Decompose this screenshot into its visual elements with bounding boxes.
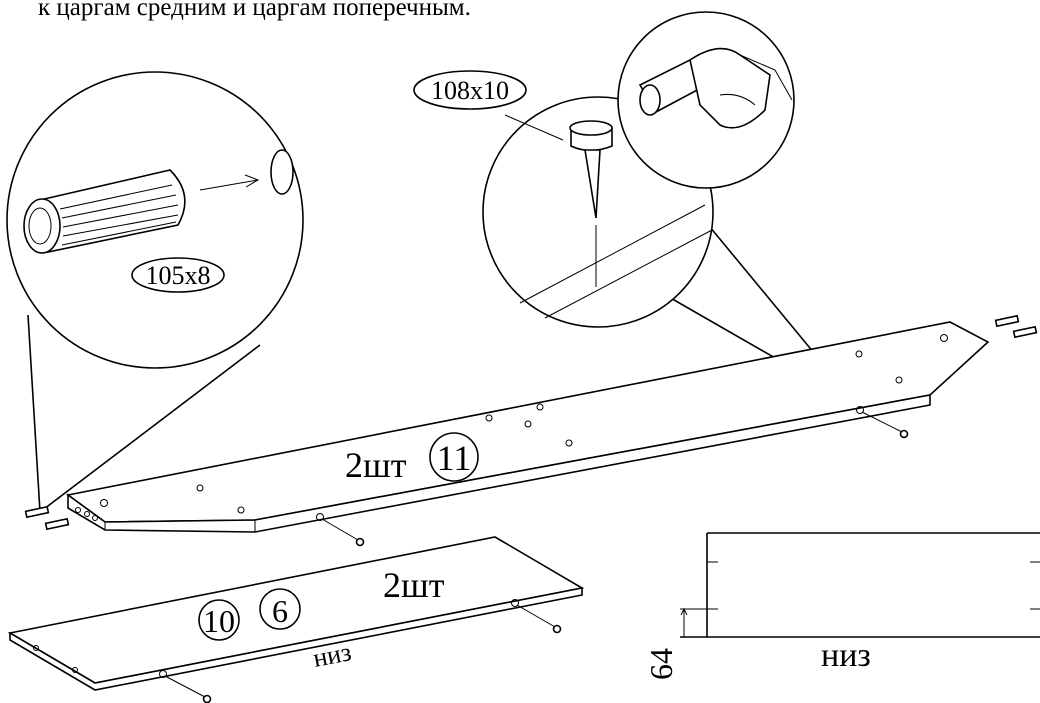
dowel-magnifier: 105х8 bbox=[6, 71, 304, 513]
part-10-number: 10 bbox=[203, 603, 235, 639]
part-11-quantity: 2шт bbox=[345, 445, 407, 485]
part-6-number: 6 bbox=[272, 593, 288, 629]
nail-size-label: 108х10 bbox=[431, 76, 509, 105]
part-10-6-board: 2шт 10 6 низ bbox=[7, 536, 585, 703]
part-10-quantity: 2шт bbox=[383, 565, 445, 605]
nail-icon bbox=[569, 120, 613, 219]
dimension-view: 64 низ bbox=[643, 532, 1040, 680]
arrow-icon bbox=[199, 174, 260, 191]
dowel-hole-icon bbox=[270, 149, 294, 195]
instruction-caption: к царгам средним и царгам поперечным. bbox=[38, 0, 471, 21]
part-11-rail: 2шт 11 bbox=[24, 314, 1038, 547]
bottom-label-left: низ bbox=[311, 637, 354, 673]
dowel-size-label: 105х8 bbox=[146, 261, 211, 290]
part-11-number: 11 bbox=[437, 438, 472, 478]
dowel-icon bbox=[23, 169, 186, 254]
hammer-hand-icon bbox=[617, 11, 795, 189]
bottom-label-right: низ bbox=[821, 637, 871, 674]
dimension-64-label: 64 bbox=[643, 648, 679, 680]
